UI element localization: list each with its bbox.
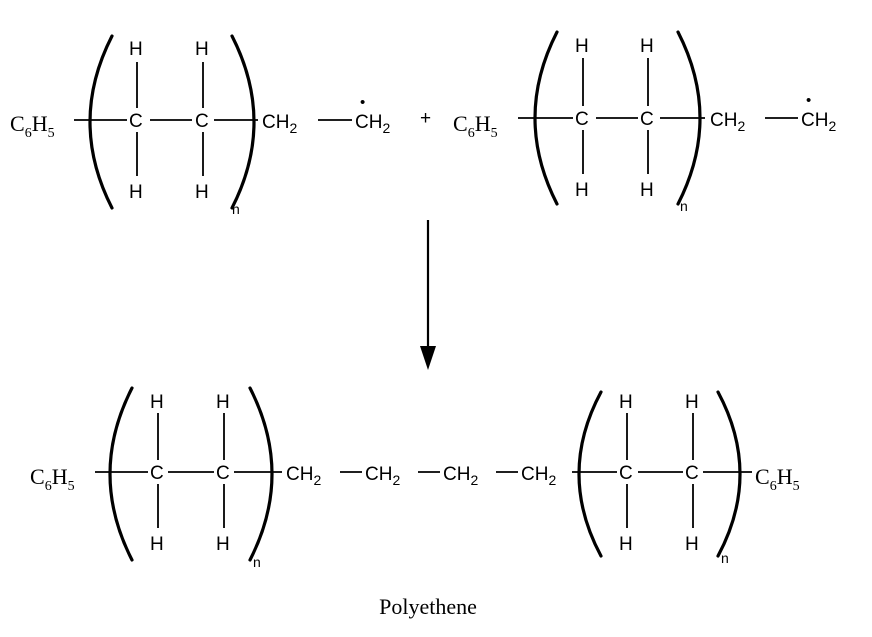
phenyl-group-left: C6H5 bbox=[10, 111, 55, 141]
hydrogen-atom: H bbox=[195, 182, 209, 203]
reactant-radical-2: C6H5 H H C C H H n CH2 CH2 • bbox=[453, 30, 836, 214]
hydrogen-atom: H bbox=[685, 534, 699, 555]
ch2-group: CH2 bbox=[521, 464, 556, 488]
hydrogen-atom: H bbox=[129, 39, 143, 60]
hydrogen-atom: H bbox=[640, 180, 654, 201]
repeat-count-n: n bbox=[721, 550, 729, 566]
repeat-count-n: n bbox=[253, 554, 261, 570]
product-name-caption: Polyethene bbox=[379, 594, 477, 619]
ch2-group: CH2 bbox=[286, 464, 321, 488]
repeat-bracket-right bbox=[676, 30, 702, 206]
hydrogen-atom: H bbox=[575, 180, 589, 201]
hydrogen-atom: H bbox=[685, 392, 699, 413]
product-polyethene: C6H5 H H C C H H n CH2 CH2 CH2 CH2 bbox=[30, 386, 800, 570]
phenyl-group-right: C6H5 bbox=[453, 111, 498, 141]
carbon-atom: C bbox=[685, 463, 699, 484]
hydrogen-atom: H bbox=[619, 392, 633, 413]
repeat-bracket-right bbox=[716, 390, 742, 558]
hydrogen-atom: H bbox=[575, 36, 589, 57]
phenyl-group-right: C6H5 bbox=[755, 464, 800, 494]
hydrogen-atom: H bbox=[216, 534, 230, 555]
ch2-group: CH2 bbox=[443, 464, 478, 488]
ch2-group: CH2 bbox=[710, 110, 745, 134]
repeat-bracket-right bbox=[230, 34, 256, 210]
ch2-radical-group: CH2 bbox=[355, 112, 390, 136]
carbon-atom: C bbox=[216, 463, 230, 484]
hydrogen-atom: H bbox=[195, 39, 209, 60]
carbon-atom: C bbox=[129, 111, 143, 132]
carbon-atom: C bbox=[195, 111, 209, 132]
repeat-bracket-left bbox=[577, 390, 603, 558]
repeat-bracket-left bbox=[88, 34, 114, 210]
reaction-arrow bbox=[420, 220, 436, 370]
hydrogen-atom: H bbox=[216, 392, 230, 413]
carbon-atom: C bbox=[640, 109, 654, 130]
reactant-radical-1: C6H5 H H C C H H n CH2 CH2 • bbox=[10, 34, 390, 217]
hydrogen-atom: H bbox=[640, 36, 654, 57]
repeat-count-n: n bbox=[232, 201, 240, 217]
ch2-group: CH2 bbox=[365, 464, 400, 488]
carbon-atom: C bbox=[150, 463, 164, 484]
repeat-bracket-right bbox=[248, 386, 274, 562]
hydrogen-atom: H bbox=[150, 534, 164, 555]
ch2-group: CH2 bbox=[262, 112, 297, 136]
hydrogen-atom: H bbox=[619, 534, 633, 555]
hydrogen-atom: H bbox=[150, 392, 164, 413]
carbon-atom: C bbox=[575, 109, 589, 130]
ch2-radical-group: CH2 bbox=[801, 110, 836, 134]
plus-sign: + bbox=[420, 108, 431, 129]
repeat-count-n: n bbox=[680, 198, 688, 214]
repeat-bracket-left bbox=[533, 30, 559, 206]
radical-dot: • bbox=[360, 94, 365, 111]
repeat-bracket-left bbox=[108, 386, 134, 562]
carbon-atom: C bbox=[619, 463, 633, 484]
phenyl-group-left: C6H5 bbox=[30, 464, 75, 494]
hydrogen-atom: H bbox=[129, 182, 143, 203]
radical-dot: • bbox=[806, 92, 811, 109]
